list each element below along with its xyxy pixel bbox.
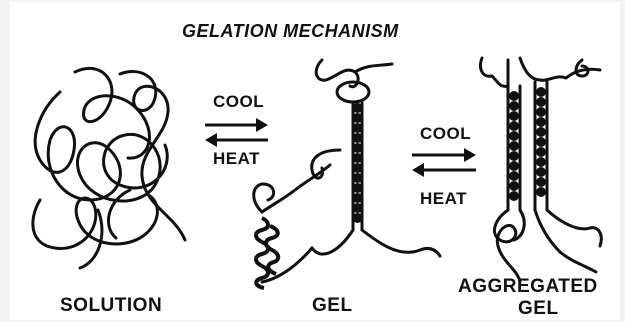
heat-label-1: HEAT [213, 150, 260, 167]
aggregated-helix-beads [509, 87, 546, 201]
cool-label-2: COOL [420, 125, 471, 142]
transition-arrows-1 [205, 118, 268, 147]
heat-arrowhead-2 [412, 163, 424, 177]
cool-arrowhead-2 [464, 148, 476, 162]
solution-random-coil [33, 68, 185, 268]
cool-arrowhead-1 [256, 118, 268, 132]
diagram-title: GELATION MECHANISM [182, 22, 399, 40]
gel-label: GEL [312, 296, 353, 315]
aggregated-gel-label-line2: GEL [518, 299, 559, 318]
gel-network [254, 60, 440, 282]
solution-label: SOLUTION [60, 296, 162, 315]
transition-arrows-2 [412, 148, 476, 177]
heat-label-2: HEAT [420, 190, 467, 207]
cool-label-1: COOL [213, 93, 264, 110]
aggregated-gel-label-line1: AGGREGATED [458, 277, 598, 296]
heat-arrowhead-1 [205, 133, 217, 147]
